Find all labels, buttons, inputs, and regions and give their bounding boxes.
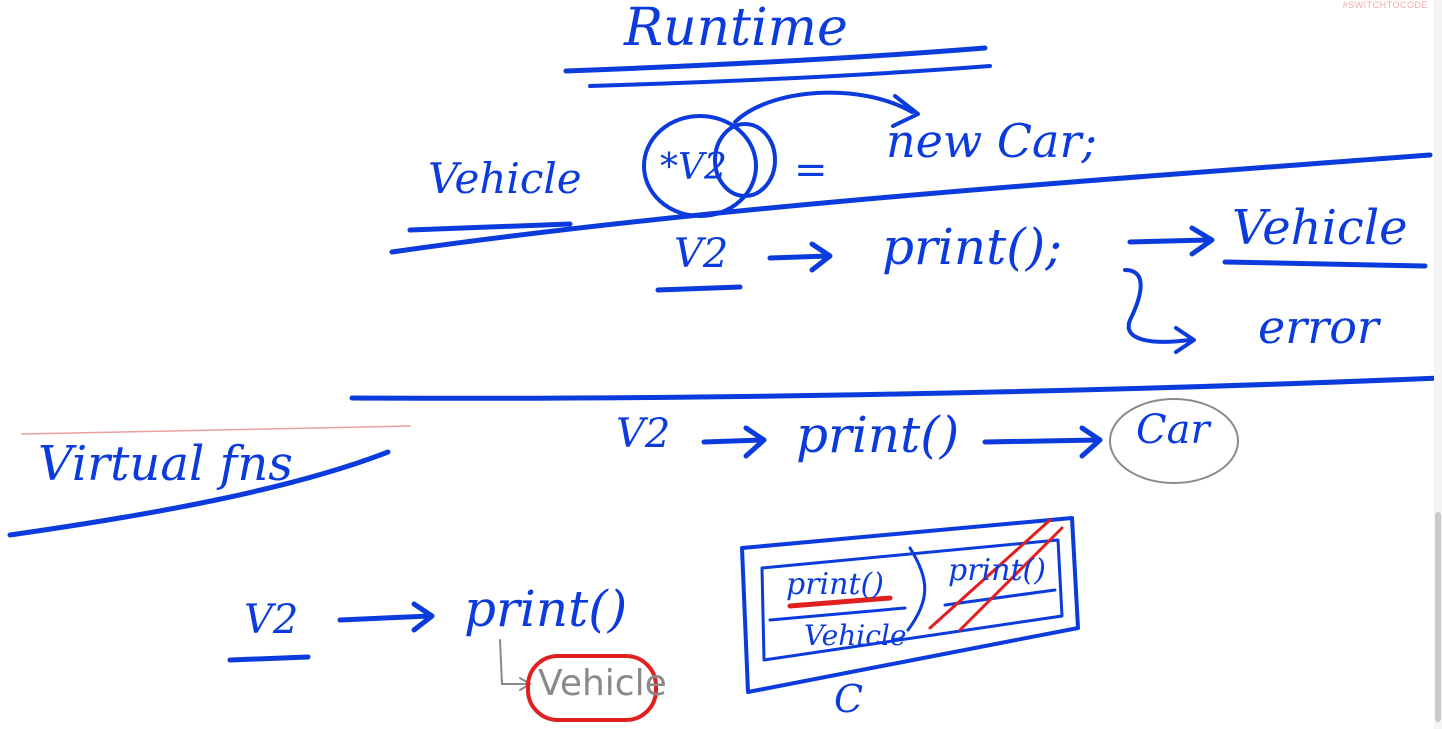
decl-equals: = [794,147,828,193]
curved-arrow [733,90,914,124]
decl-pointer: *V2 [660,147,727,188]
vtable-caption: C [834,677,864,721]
arrow-call-2-result [982,437,1101,445]
call-1-alt: error [1258,300,1379,354]
vtable-slot-2-underline [943,588,1057,607]
scrollbar-thumb[interactable] [1435,512,1441,722]
arrow-call-2 [701,437,765,445]
vehicle-result-highlight [526,654,658,722]
vtable-strike-1 [928,518,1052,630]
arrow-call-3-head [411,601,435,633]
vtable-slot-red-underline [787,595,893,609]
vtable-slot-underline [768,606,907,622]
pointer-circle-2 [713,122,777,198]
arrow-call-1-head [809,241,833,273]
vtable-slot-2: print() [948,553,1046,588]
title-runtime: Runtime [624,0,848,58]
faint-red-line [21,425,411,435]
call-3-obj: V2 [244,597,299,643]
scrollbar-track[interactable] [1434,0,1442,729]
call-2-result: Car [1136,407,1210,453]
call-1-method: print(); [882,218,1063,276]
call-2-method: print() [796,406,960,464]
channel-watermark: #SWITCHTOCODE [1342,0,1428,10]
grey-hook [499,639,529,685]
decl-type-vehicle: Vehicle [428,154,582,203]
vtable-box-inner [760,538,1064,662]
arrow-call-1-result-head [1189,225,1215,257]
vehicle-result-underline [1222,259,1428,269]
call-3-method: print() [464,580,628,638]
virtual-fns-underline [7,449,391,538]
vtable-divider [906,546,927,632]
curved-arrow-head [891,94,920,128]
separator-line-1 [389,152,1433,255]
arrow-call-2-head [743,425,767,459]
branch-to-error-head [1174,326,1196,354]
decl-rhs: new Car; [886,114,1097,168]
call-1-result: Vehicle [1232,200,1408,256]
call-2-obj: V2 [616,411,671,457]
arrow-call-1-result [1127,237,1211,245]
v2-underline-3 [227,654,311,663]
arrow-call-1 [767,253,831,261]
arrow-call-2-result-head [1079,425,1103,459]
title-underline [563,45,988,74]
side-label-virtual-fns: Virtual fns [38,436,293,492]
separator-line-2 [349,375,1442,401]
arrow-call-3 [337,613,433,623]
call-1-obj: V2 [674,231,729,277]
v2-underline-1 [655,284,743,293]
call-3-result: Vehicle [538,663,667,704]
vtable-strike-2 [958,526,1064,632]
title-underline-2 [588,64,992,88]
vtable-slot-1-note: Vehicle [804,619,907,652]
vehicle-underline [407,221,573,233]
vtable-box-outer [740,516,1080,694]
car-circle [1109,398,1239,484]
vtable-slot-1: print() [786,567,884,602]
branch-to-error [1123,268,1192,344]
